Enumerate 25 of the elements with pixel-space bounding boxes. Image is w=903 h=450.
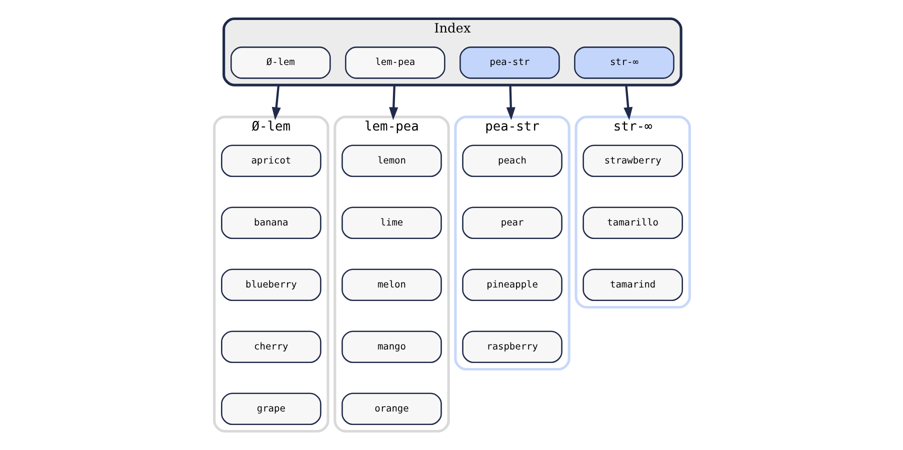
node-box: Ø-lem xyxy=(230,46,330,79)
node-box: mango xyxy=(341,330,442,363)
node-box: pear xyxy=(462,206,562,239)
node-box: melon xyxy=(341,268,442,301)
node-box: apricot xyxy=(220,144,321,177)
arrow xyxy=(623,84,632,120)
node-box: raspberry xyxy=(462,330,562,363)
node-box: strawberry xyxy=(582,144,682,177)
arrow xyxy=(388,85,398,120)
node-box: cherry xyxy=(220,330,321,363)
node-box: banana xyxy=(220,206,321,239)
node-box: orange xyxy=(341,392,442,425)
arrow xyxy=(506,85,515,120)
node-box: peach xyxy=(462,144,562,177)
arrow xyxy=(271,84,280,120)
node-box: blueberry xyxy=(220,268,321,301)
node-box: pineapple xyxy=(462,268,562,301)
node-box: grape xyxy=(220,392,321,425)
node-box: tamarind xyxy=(582,268,682,301)
node-box: pea-str xyxy=(459,46,560,79)
node-box: lem-pea xyxy=(344,46,445,79)
node-box: str-∞ xyxy=(574,46,674,79)
node-box: tamarillo xyxy=(582,206,682,239)
node-box: lime xyxy=(341,206,442,239)
node-box: lemon xyxy=(341,144,442,177)
